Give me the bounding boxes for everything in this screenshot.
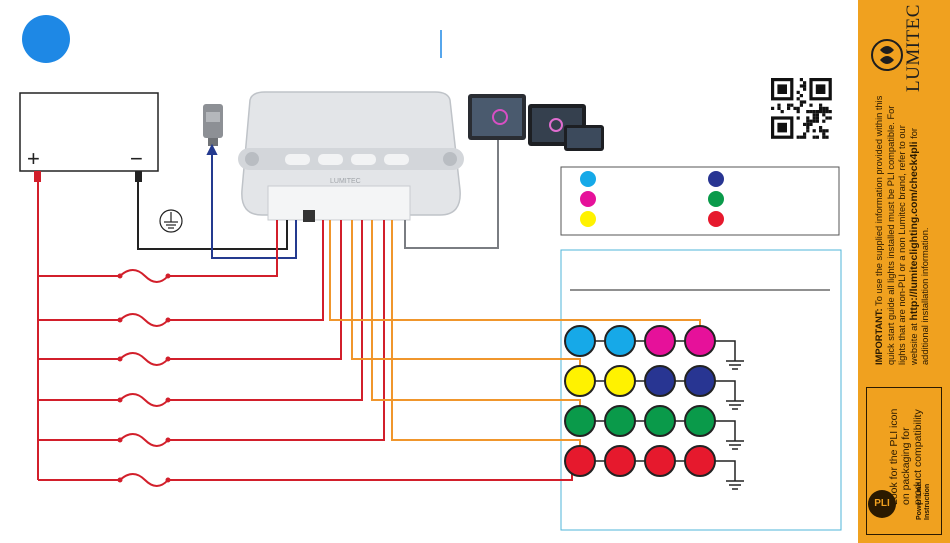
pli-logo-icon: PLI — [868, 490, 896, 518]
usb-connector-icon — [203, 104, 223, 146]
ground-icon — [715, 340, 744, 370]
ground-symbol-icon — [159, 209, 183, 233]
light-green — [564, 405, 596, 437]
light-red — [684, 445, 716, 477]
light-magenta — [644, 325, 676, 357]
battery-minus-label: − — [130, 146, 143, 171]
light-green — [684, 405, 716, 437]
light-rows — [564, 325, 716, 477]
mfd-display-icon — [468, 94, 604, 151]
legend-swatch-magenta — [580, 191, 596, 207]
legend-swatch-red — [708, 211, 724, 227]
power-wires — [37, 182, 573, 481]
legend-swatch-green — [708, 191, 724, 207]
color-legend — [560, 166, 840, 236]
light-red — [564, 445, 596, 477]
mfd-cable — [404, 140, 499, 249]
light-yellow — [604, 365, 636, 397]
ground-icon — [715, 380, 744, 410]
light-cyan — [564, 325, 596, 357]
ground-icon — [715, 420, 744, 450]
fuse-icon — [117, 393, 171, 407]
pli-subtitle: Power Line Instruction — [916, 482, 931, 520]
legend-swatch-navy — [708, 171, 724, 187]
fuse-icons — [117, 269, 171, 487]
battery-plus-label: + — [27, 146, 40, 171]
check4pli-link[interactable]: http://lumiteclighting.com/check4pli — [907, 141, 920, 321]
light-navy — [684, 365, 716, 397]
data-wire — [206, 143, 297, 259]
sidebar-brand: LUMITEC — [903, 4, 924, 92]
fuse-icon — [117, 269, 171, 283]
info-sidebar — [858, 0, 950, 543]
fuse-icon — [117, 473, 171, 487]
light-cyan — [604, 325, 636, 357]
light-red — [644, 445, 676, 477]
light-yellow — [564, 365, 596, 397]
fuse-icon — [117, 313, 171, 327]
pli-notice-box — [866, 387, 942, 535]
battery-minus-terminal — [135, 171, 142, 182]
light-navy — [644, 365, 676, 397]
fuse-icon — [117, 433, 171, 447]
controller-brand-label: LUMITEC — [330, 178, 361, 185]
qr-code-icon — [769, 76, 834, 141]
light-green — [604, 405, 636, 437]
battery-plus-terminal — [34, 171, 41, 182]
light-magenta — [684, 325, 716, 357]
light-red — [604, 445, 636, 477]
battery — [19, 92, 159, 172]
signal-wires — [329, 220, 701, 446]
ground-icon — [715, 460, 744, 490]
legend-swatch-yellow — [580, 211, 596, 227]
light-grounds — [715, 340, 744, 490]
fuse-icon — [117, 352, 171, 366]
step-dot-icon — [22, 15, 70, 63]
important-notice: IMPORTANT: To use the supplied informati… — [874, 95, 930, 365]
lumitec-logo-icon — [871, 39, 903, 71]
light-green — [644, 405, 676, 437]
legend-swatch-cyan — [580, 171, 596, 187]
controller-box: LUMITEC — [238, 91, 464, 222]
